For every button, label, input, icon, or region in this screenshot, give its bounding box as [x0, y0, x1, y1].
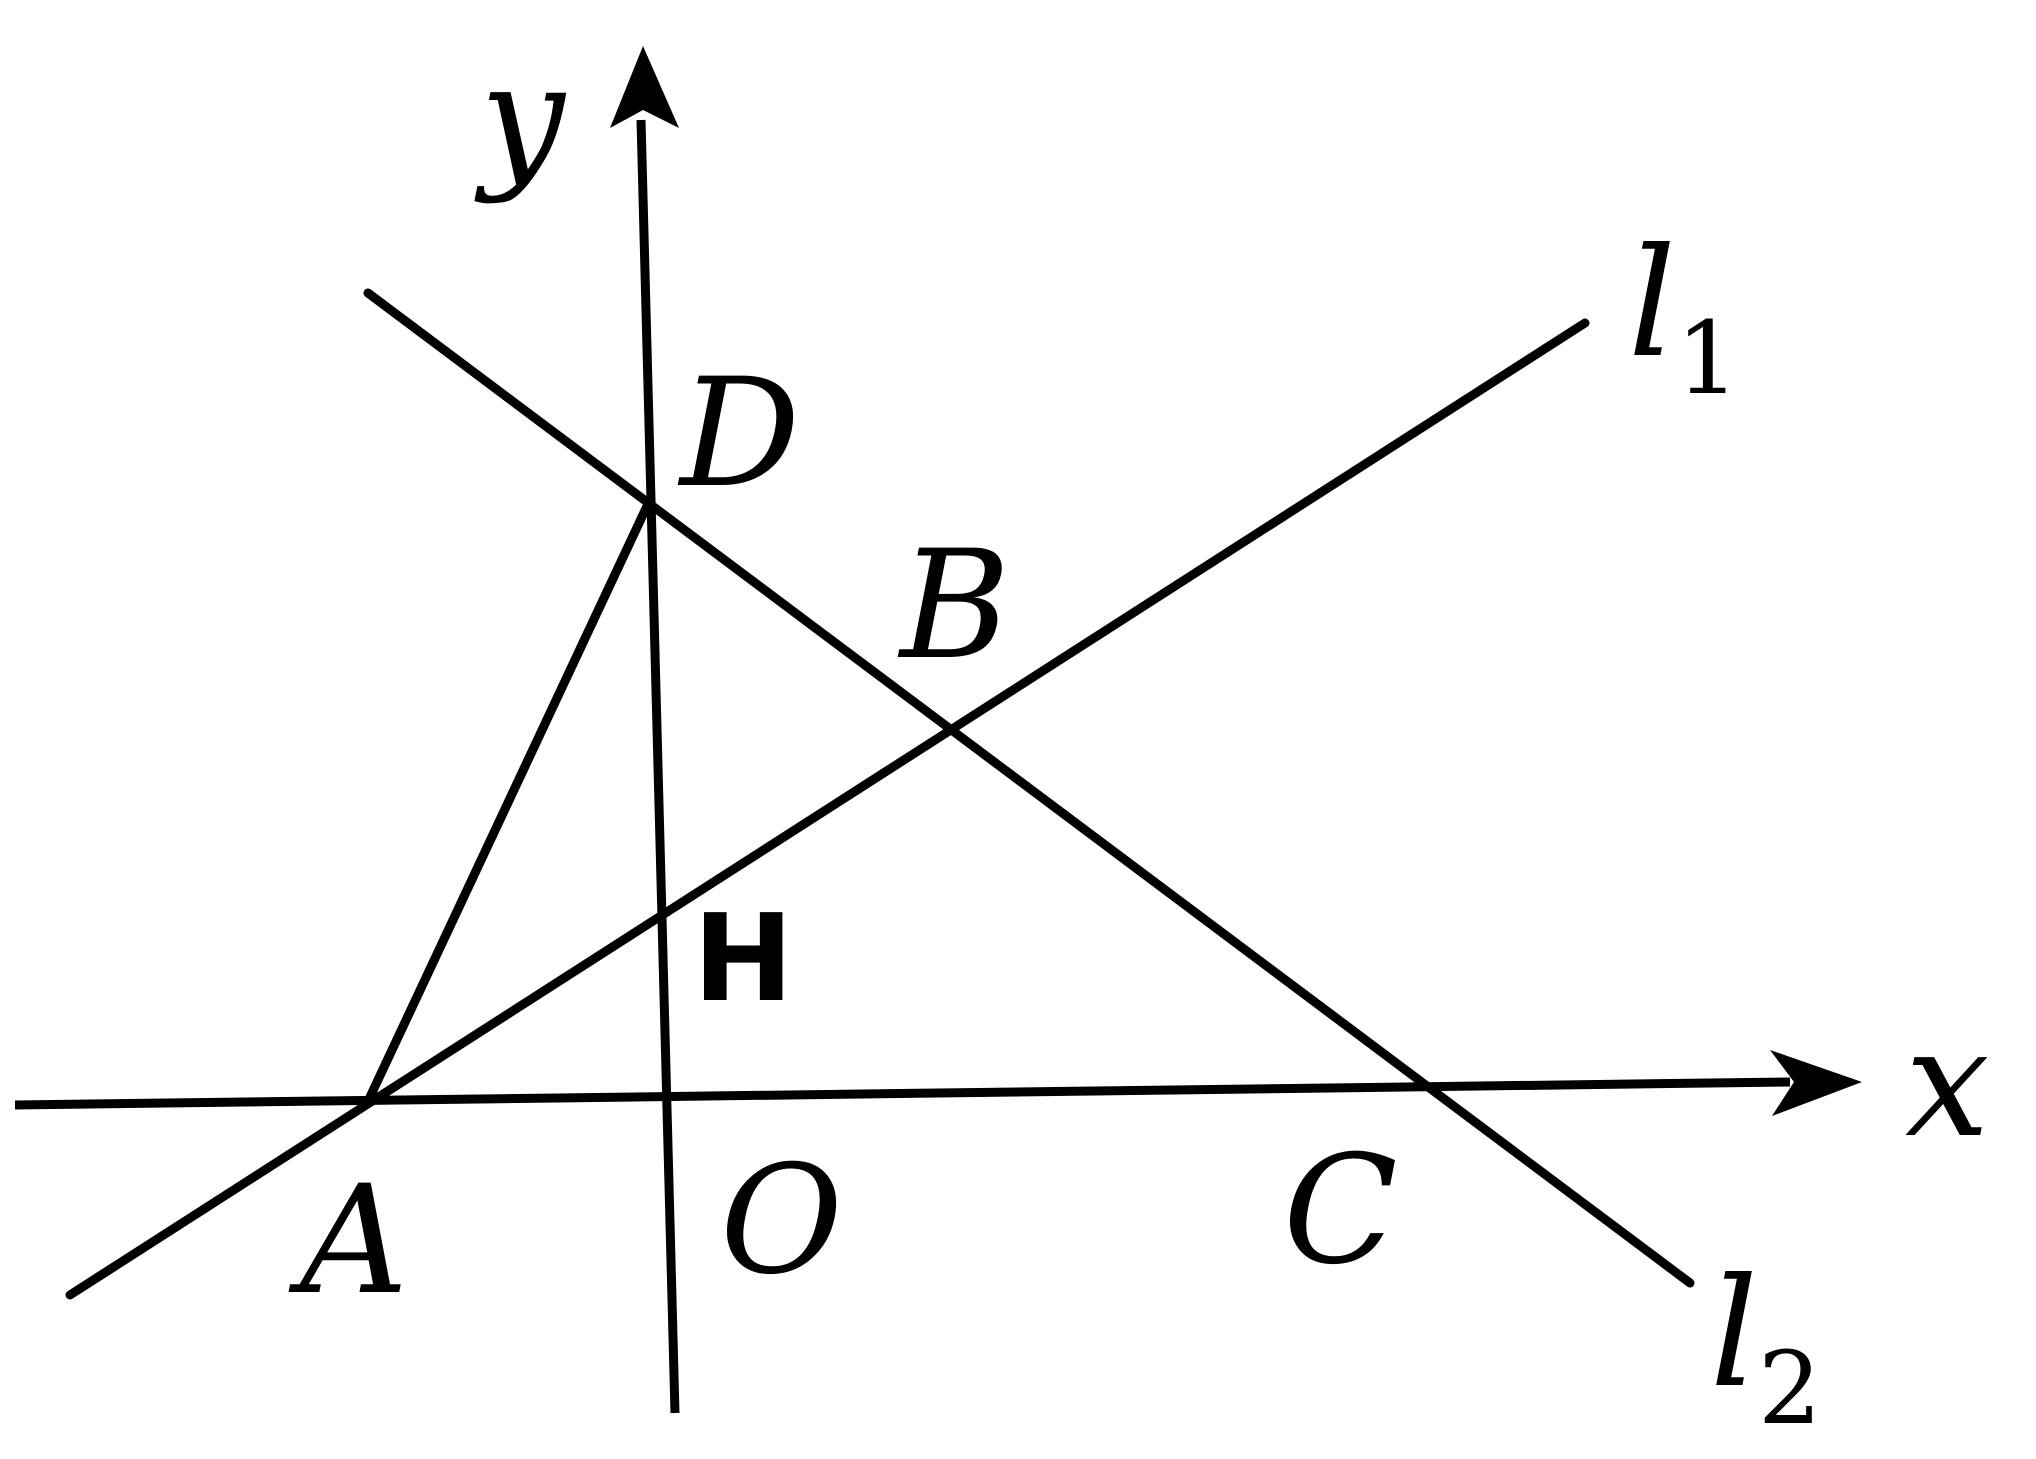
line-label-l1-subscript: 1 [1676, 300, 1740, 417]
point-label-C: C [1283, 1124, 1398, 1298]
segment-AD [365, 499, 653, 1102]
line-l2 [363, 288, 1695, 1288]
y-axis [636, 119, 680, 1414]
point-label-O: O [720, 1134, 843, 1308]
line-l1 [65, 318, 1590, 1300]
line-label-l2-letter: l [1710, 1247, 1758, 1421]
point-label-D: D [677, 347, 800, 521]
line-label-l1: l1 [1628, 217, 1740, 417]
y-axis-label: y [474, 32, 567, 206]
y-axis-arrowhead [610, 46, 679, 128]
x-axis-label: x [1905, 997, 1990, 1171]
x-axis [14, 1077, 1791, 1110]
x-axis-arrowhead [1770, 1050, 1862, 1116]
line-label-l1-letter: l [1628, 217, 1676, 391]
point-label-A: A [288, 1154, 408, 1328]
point-label-B: B [897, 519, 1010, 693]
point-label-H: H [693, 890, 793, 1029]
line-label-l2-subscript: 2 [1758, 1330, 1822, 1447]
line-label-l2: l2 [1710, 1247, 1822, 1447]
